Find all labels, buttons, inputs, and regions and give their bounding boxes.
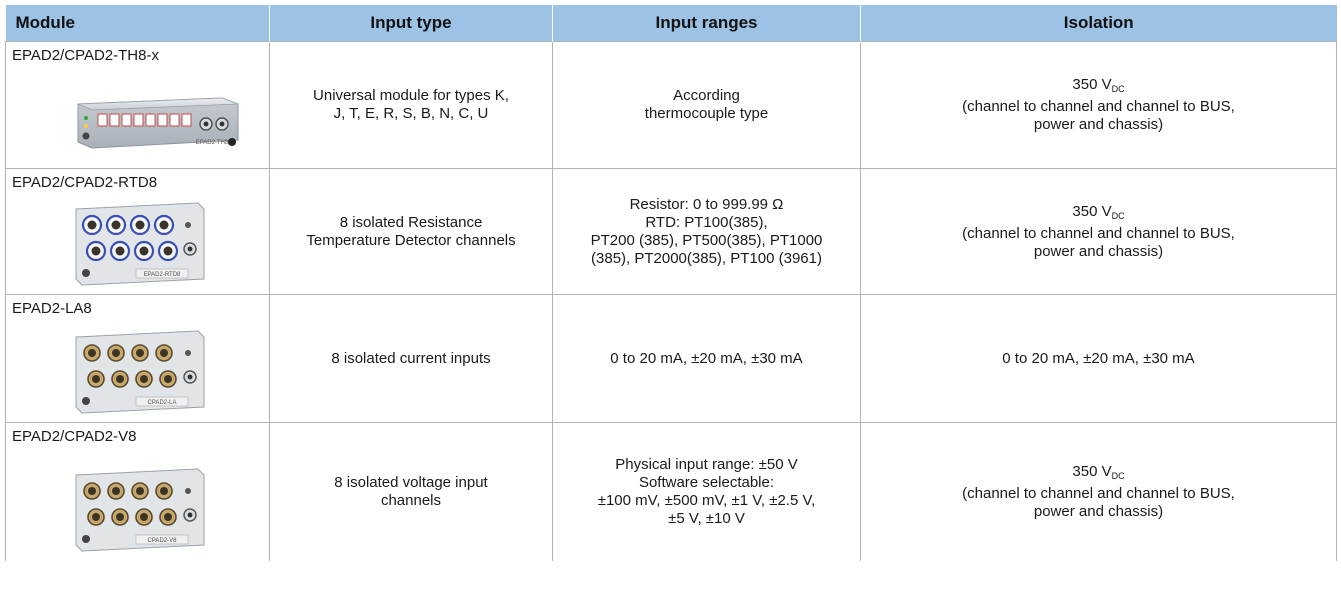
- isolation-unit-sub: DC: [1111, 471, 1125, 481]
- isolation-cell: 350 VDC (channel to channel and channel …: [860, 41, 1337, 169]
- table-row: EPAD2/CPAD2-V8 CPAD: [5, 422, 1337, 561]
- input-type-line: Universal module for types K,: [313, 87, 509, 104]
- module-name: EPAD2/CPAD2-TH8-x: [12, 47, 159, 64]
- module-spec-table: Module Input type Input ranges Isolation…: [5, 5, 1337, 561]
- la8-image-label: CPAD2-LA: [148, 400, 177, 406]
- th8-image-label: EPAD2-TH8: [196, 140, 229, 146]
- isolation-line: (channel to channel and channel to BUS,: [962, 224, 1235, 242]
- module-cell: EPAD2-LA8 CPAD2-LA: [5, 294, 270, 423]
- isolation-unit-sub: DC: [1111, 84, 1125, 94]
- table-row: EPAD2/CPAD2-TH8-x: [5, 41, 1337, 169]
- isolation-value: 350 V: [1072, 463, 1112, 480]
- input-type-cell: Universal module for types K, J, T, E, R…: [269, 41, 553, 169]
- isolation-line: (channel to channel and channel to BUS,: [962, 485, 1235, 502]
- rtd8-image-label: EPAD2-RTD8: [144, 272, 181, 278]
- module-cell: EPAD2/CPAD2-V8 CPAD: [5, 422, 270, 561]
- header-module: Module: [5, 5, 270, 42]
- isolation-value: 350 V: [1072, 202, 1112, 220]
- isolation-line: power and chassis): [1033, 242, 1164, 260]
- input-range-line: Physical input range: ±50 V: [615, 456, 798, 473]
- input-type-line: channels: [380, 492, 442, 509]
- input-type-cell: 8 isolated Resistance Temperature Detect…: [269, 168, 553, 295]
- isolation-line: (channel to channel and channel to BUS,: [962, 98, 1235, 115]
- input-ranges-cell: Resistor: 0 to 999.99 Ω RTD: PT100(385),…: [552, 168, 861, 295]
- rtd8-module-image: EPAD2-RTD8: [75, 202, 205, 286]
- module-cell: EPAD2/CPAD2-TH8-x: [5, 41, 270, 169]
- v8-module-image: CPAD2-V8: [75, 468, 205, 552]
- header-row: Module Input type Input ranges Isolation: [5, 5, 1337, 42]
- input-range-line: ±5 V, ±10 V: [668, 510, 745, 527]
- isolation-line: power and chassis): [1033, 503, 1164, 520]
- table-row: EPAD2/CPAD2-RTD8 EP: [5, 168, 1337, 295]
- input-range-line: Resistor: 0 to 999.99 Ω: [629, 195, 784, 213]
- th8-module-image: EPAD2-TH8: [77, 97, 239, 149]
- input-range-line: (385), PT2000(385), PT100 (3961): [591, 249, 822, 267]
- header-isolation: Isolation: [860, 5, 1337, 42]
- isolation-cell: 0 to 20 mA, ±20 mA, ±30 mA: [860, 294, 1337, 423]
- isolation-cell: 350 VDC (channel to channel and channel …: [860, 168, 1337, 295]
- input-range-line: thermocouple type: [644, 105, 769, 122]
- table-row: EPAD2-LA8 CPAD2-LA: [5, 294, 1337, 423]
- input-ranges-cell: Physical input range: ±50 V Software sel…: [552, 422, 861, 561]
- isolation-line: power and chassis): [1033, 116, 1164, 133]
- input-ranges-cell: According thermocouple type: [552, 41, 861, 169]
- header-input-ranges: Input ranges: [552, 5, 861, 42]
- input-type-line: J, T, E, R, S, B, N, C, U: [333, 105, 489, 122]
- input-range-line: Software selectable:: [638, 474, 775, 491]
- input-range-line: ±100 mV, ±500 mV, ±1 V, ±2.5 V,: [597, 492, 816, 509]
- isolation-value: 350 V: [1072, 76, 1112, 93]
- input-type-cell: 8 isolated voltage input channels: [269, 422, 553, 561]
- header-input-type: Input type: [269, 5, 553, 42]
- input-ranges-cell: 0 to 20 mA, ±20 mA, ±30 mA: [552, 294, 861, 423]
- module-name: EPAD2/CPAD2-RTD8: [12, 174, 158, 191]
- input-type-line: 8 isolated voltage input: [334, 474, 488, 491]
- input-range-line: 0 to 20 mA, ±20 mA, ±30 mA: [610, 349, 803, 367]
- module-name: EPAD2-LA8: [12, 300, 92, 317]
- input-range-line: PT200 (385), PT500(385), PT1000: [590, 231, 823, 249]
- v8-image-label: CPAD2-V8: [148, 538, 178, 544]
- input-type-line: 8 isolated current inputs: [331, 349, 491, 367]
- module-cell: EPAD2/CPAD2-RTD8 EP: [5, 168, 270, 295]
- input-type-line: Temperature Detector channels: [306, 231, 516, 249]
- isolation-text: 0 to 20 mA, ±20 mA, ±30 mA: [1002, 349, 1195, 367]
- module-name: EPAD2/CPAD2-V8: [12, 428, 137, 445]
- la8-module-image: CPAD2-LA: [75, 330, 205, 414]
- input-range-line: According: [673, 87, 740, 104]
- input-range-line: RTD: PT100(385),: [645, 213, 768, 231]
- input-type-cell: 8 isolated current inputs: [269, 294, 553, 423]
- input-type-line: 8 isolated Resistance: [339, 213, 483, 231]
- isolation-unit-sub: DC: [1111, 210, 1125, 221]
- isolation-cell: 350 VDC (channel to channel and channel …: [860, 422, 1337, 561]
